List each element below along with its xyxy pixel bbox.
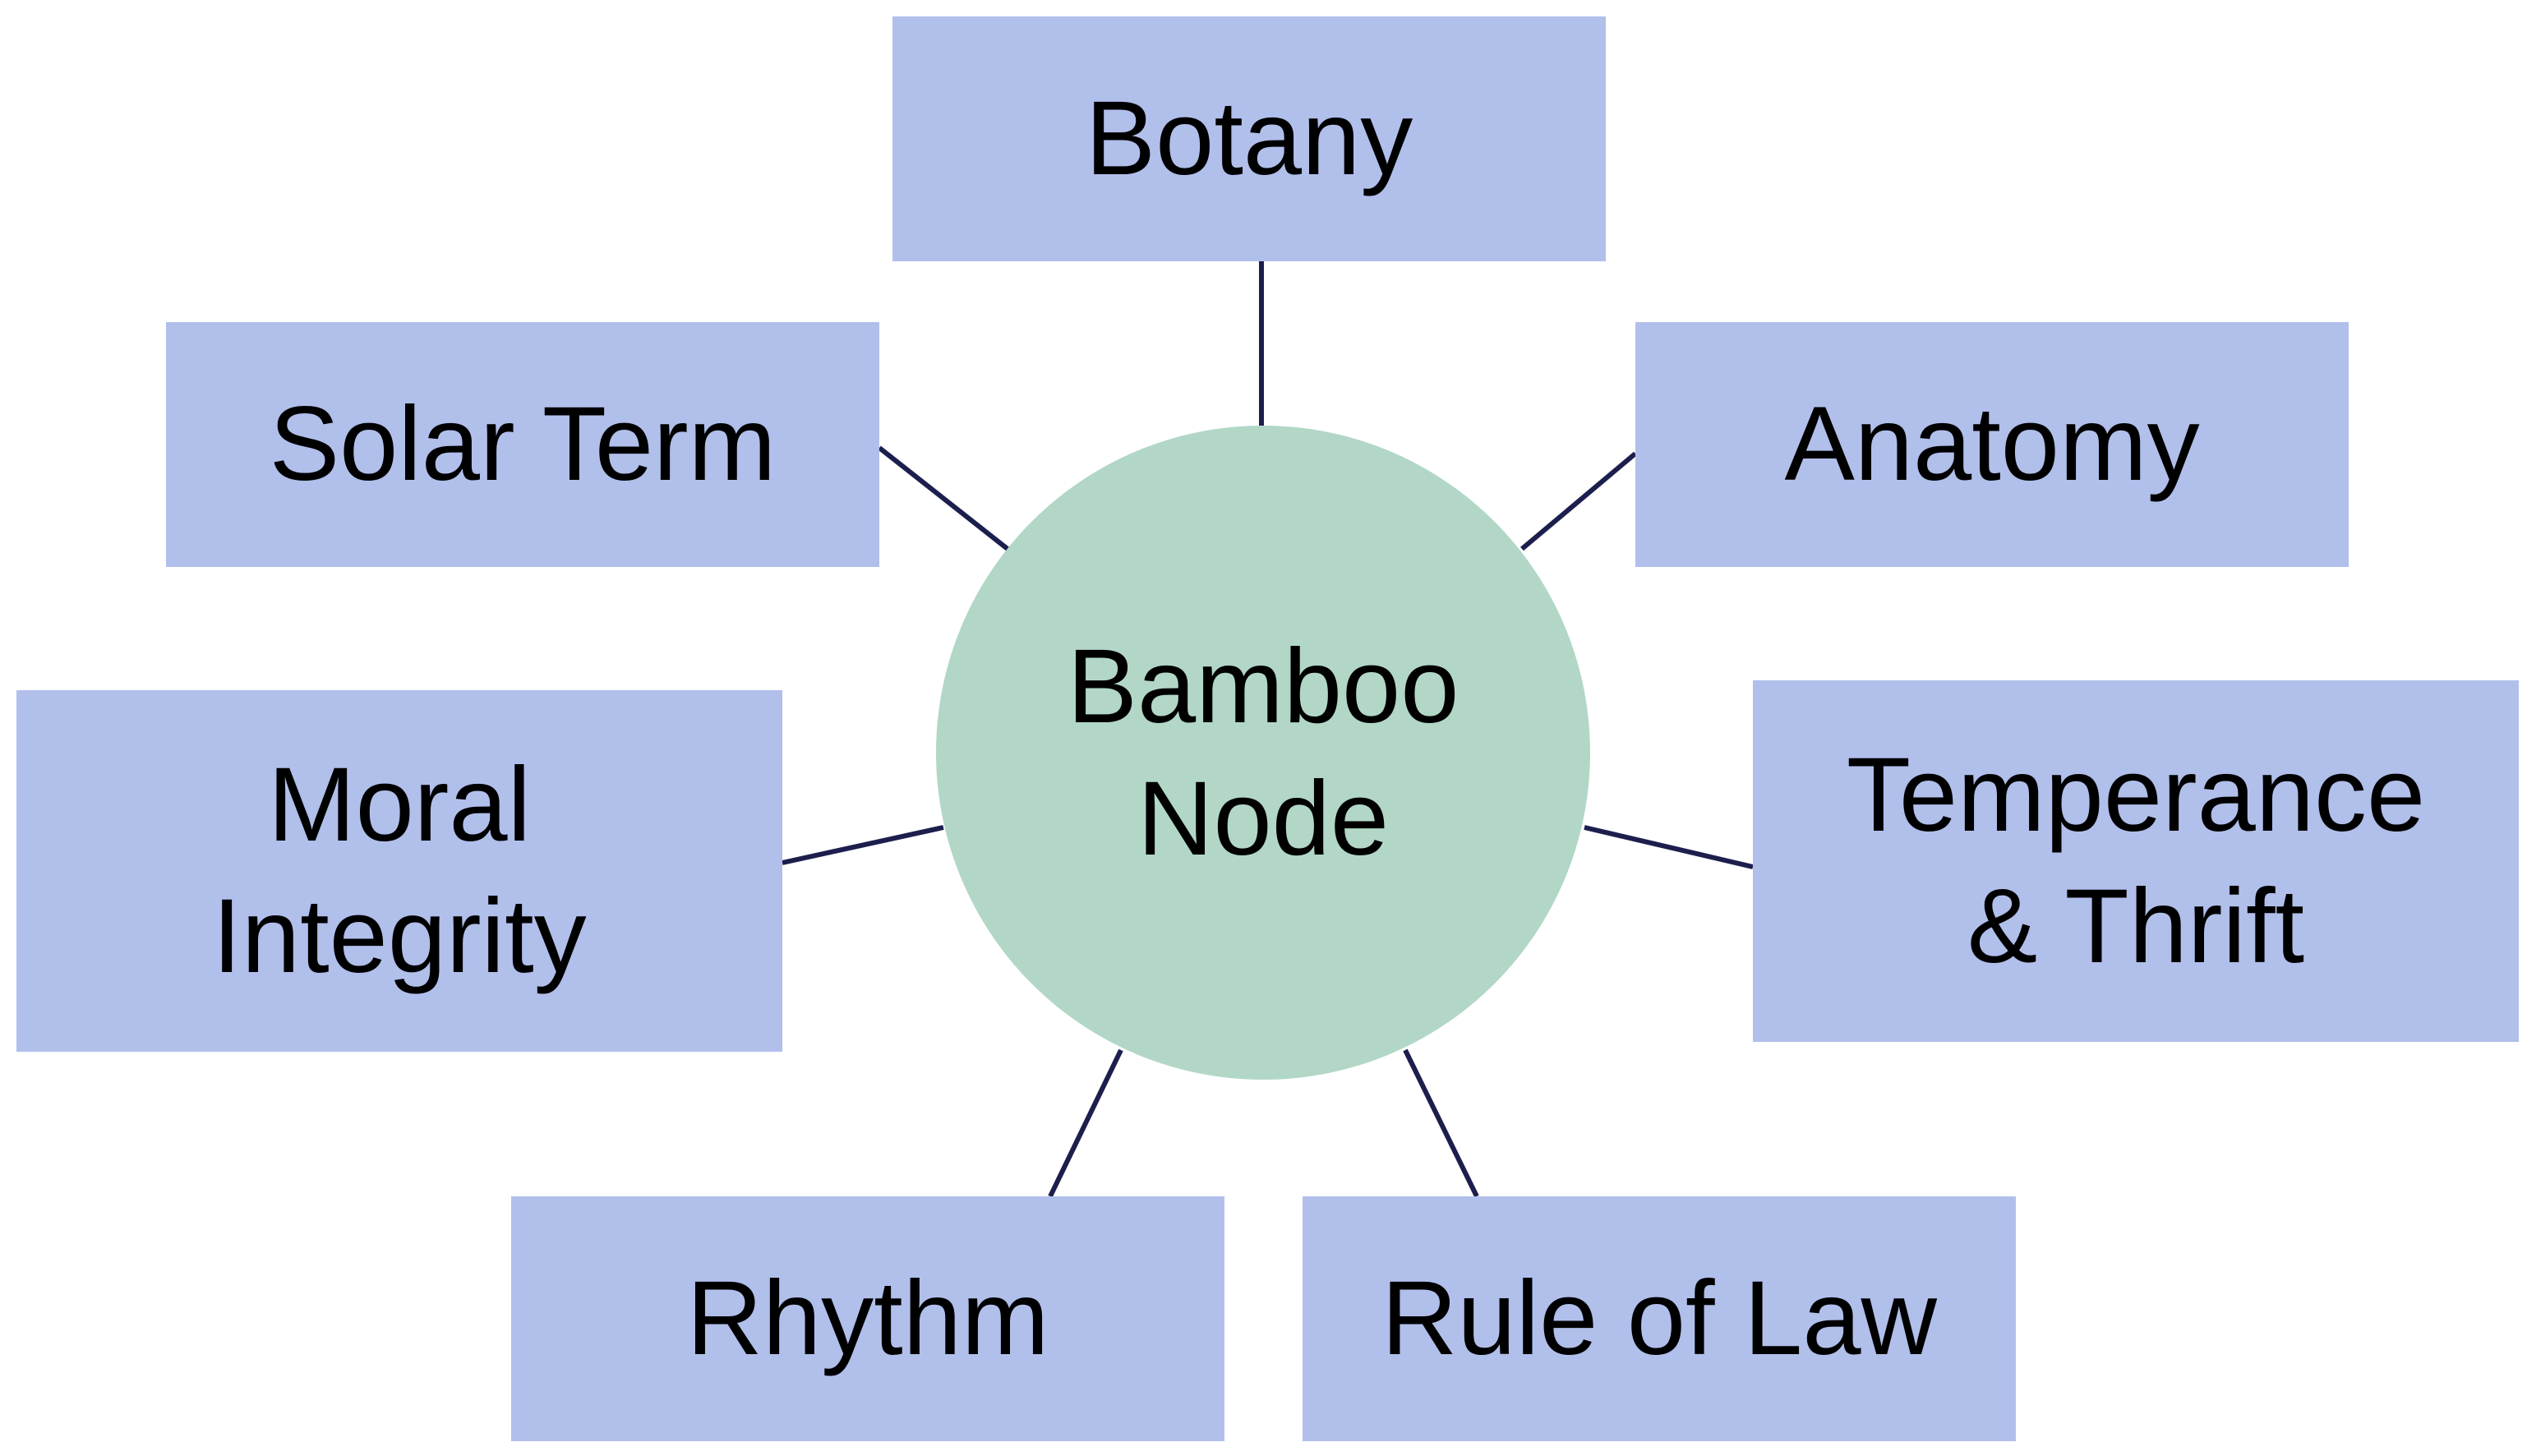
node-moral-integrity-label-line-1: Moral <box>267 746 532 864</box>
node-botany-label-line-1: Botany <box>1085 80 1413 197</box>
node-anatomy: Anatomy <box>1635 322 2349 567</box>
node-solar-term-label: Solar Term <box>270 379 777 510</box>
node-rhythm-label-line-1: Rhythm <box>686 1260 1049 1377</box>
node-rule-of-law: Rule of Law <box>1303 1196 2016 1441</box>
node-moral-integrity-label-line-2: Integrity <box>212 878 587 995</box>
node-moral-integrity: Moral Integrity <box>16 690 782 1052</box>
connector-moral-integrity <box>782 825 944 865</box>
node-moral-integrity-label: Moral Integrity <box>212 740 586 1002</box>
node-rule-of-law-label: Rule of Law <box>1381 1253 1937 1385</box>
connector-rhythm <box>1048 1048 1123 1198</box>
center-node-bamboo-node: Bamboo Node <box>936 426 1590 1080</box>
connector-rule-of-law <box>1403 1048 1479 1198</box>
node-botany-label: Botany <box>1086 73 1413 205</box>
node-temperance-thrift-label-line-1: Temperance <box>1846 736 2426 854</box>
node-temperance-thrift-label-line-2: & Thrift <box>1967 868 2305 985</box>
node-rhythm-label: Rhythm <box>687 1253 1049 1385</box>
connector-solar-term <box>878 445 1009 551</box>
center-node-label: Bamboo Node <box>1068 620 1459 886</box>
center-node-label-line-2: Node <box>1137 760 1389 878</box>
center-node-label-line-1: Bamboo <box>1067 627 1459 745</box>
node-solar-term-label-line-1: Solar Term <box>269 385 777 503</box>
node-temperance-thrift-label: Temperance & Thrift <box>1847 730 2425 993</box>
node-anatomy-label-line-1: Anatomy <box>1784 385 2200 503</box>
connector-anatomy <box>1520 451 1637 551</box>
connector-temperance-thrift <box>1584 825 1754 869</box>
node-botany: Botany <box>892 16 1606 261</box>
node-anatomy-label: Anatomy <box>1784 379 2199 510</box>
node-temperance-thrift: Temperance & Thrift <box>1753 680 2519 1042</box>
node-rule-of-law-label-line-1: Rule of Law <box>1381 1260 1937 1377</box>
node-solar-term: Solar Term <box>166 322 879 567</box>
node-rhythm: Rhythm <box>511 1196 1224 1441</box>
